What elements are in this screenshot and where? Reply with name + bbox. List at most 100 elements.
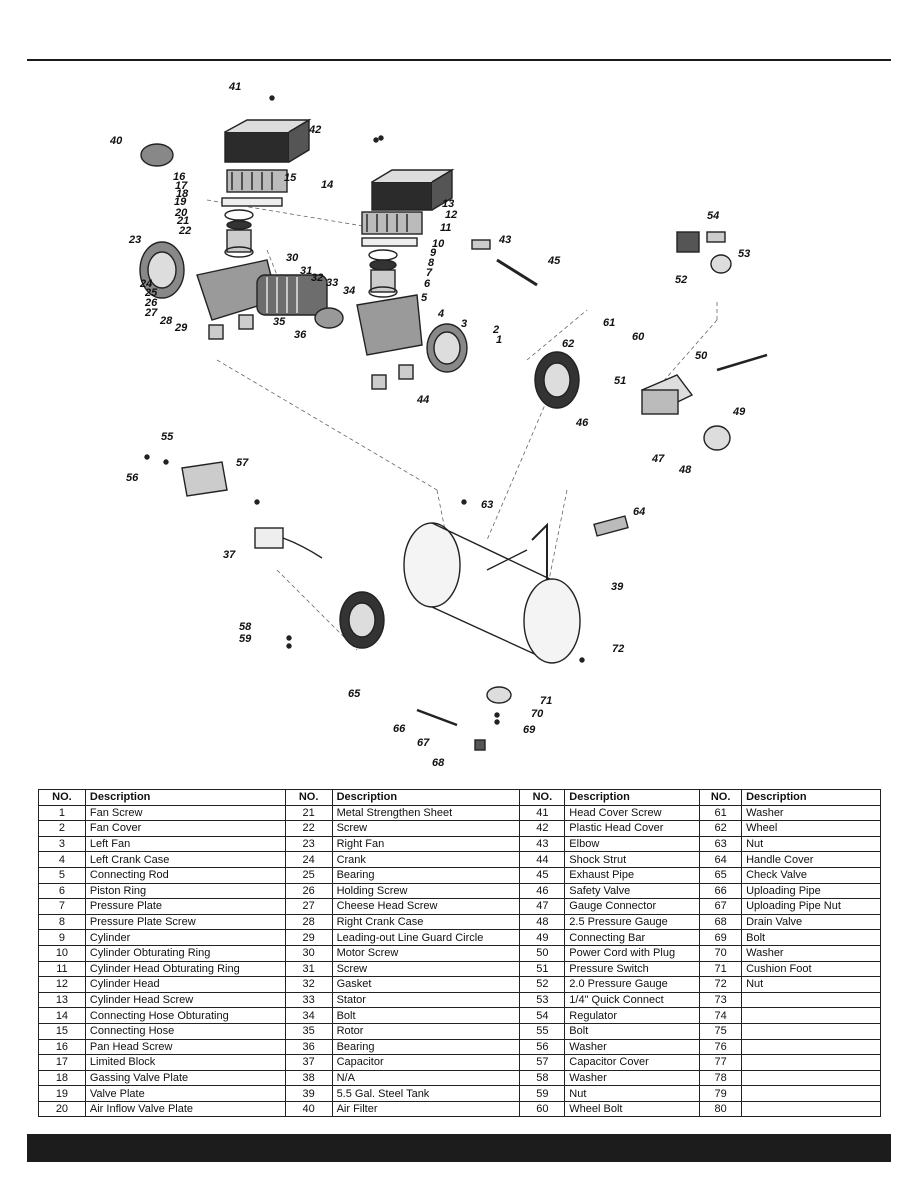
part-number-cell: 21 (284, 804, 333, 822)
part-number-cell: 3 (38, 835, 86, 853)
part-description-cell: Holding Screw (331, 882, 521, 900)
callout-label: 12 (445, 209, 457, 221)
callout-label: 19 (174, 196, 187, 208)
part-description-cell: Piston Ring (84, 882, 286, 900)
part-number-cell: 24 (284, 851, 333, 868)
part-description-cell: Cylinder Obturating Ring (84, 944, 286, 962)
part-number-cell: 64 (699, 851, 743, 868)
callout-label: 15 (284, 172, 297, 184)
callout-label: 46 (575, 417, 589, 429)
part-description-cell: Cheese Head Screw (331, 898, 521, 915)
callout-label: 71 (540, 695, 552, 707)
part-number-cell: 65 (699, 866, 743, 884)
callout-label: 67 (417, 737, 430, 749)
callout-label: 4 (437, 308, 444, 320)
part-description-cell: Pressure Plate Screw (84, 913, 286, 931)
part-description-cell: Washer (741, 804, 881, 822)
callout-label: 7 (426, 267, 433, 279)
callout-label: 59 (239, 633, 252, 645)
part-number-cell: 75 (699, 1022, 743, 1040)
part-number-cell: 74 (699, 1007, 743, 1024)
cylinder-head-right (361, 211, 423, 298)
part-number-cell: 68 (699, 913, 743, 931)
callout-label: 54 (707, 210, 719, 222)
compressor-motor-assembly (139, 241, 468, 373)
part-number-cell: 45 (519, 866, 566, 884)
table-header-row: NO. Description NO. Description NO. Desc… (38, 789, 881, 806)
part-description-cell: Regulator (564, 1007, 701, 1024)
part-description-cell: Screw (331, 960, 521, 978)
part-number-cell: 16 (38, 1038, 86, 1056)
part-number-cell: 57 (519, 1054, 566, 1071)
part-description-cell: Limited Block (84, 1054, 286, 1071)
callout-label: 60 (632, 331, 645, 343)
part-description-cell: Safety Valve (564, 882, 701, 900)
callout-label: 1 (496, 334, 502, 346)
part-number-cell: 80 (699, 1100, 743, 1118)
part-description-cell: Plastic Head Cover (564, 820, 701, 837)
part-number-cell: 43 (519, 835, 566, 853)
column-header: NO. (284, 789, 333, 806)
part-description-cell: Drain Valve (741, 913, 881, 931)
part-description-cell: Left Fan (84, 835, 286, 853)
diagram-callouts: 1 2 3 4 5 6 7 8 9 10 11 12 13 14 15 16 1… (109, 81, 750, 769)
part-number-cell: 28 (284, 913, 333, 931)
part-description-cell: Cylinder Head (84, 976, 286, 993)
callout-label: 22 (178, 225, 191, 237)
part-description-cell: Bolt (564, 1022, 701, 1040)
callout-label: 58 (239, 621, 252, 633)
regulator-group (676, 231, 732, 274)
part-number-cell: 47 (519, 898, 566, 915)
part-description-cell: Shock Strut (564, 851, 701, 868)
part-number-cell: 31 (284, 960, 333, 978)
part-description-cell: Rotor (331, 1022, 521, 1040)
column-header: NO. (519, 789, 566, 806)
part-number-cell: 51 (519, 960, 566, 978)
callout-label: 20 (174, 207, 188, 219)
callout-label: 66 (393, 723, 406, 735)
part-description-cell: Cylinder Head Screw (84, 991, 286, 1009)
column-header: Description (741, 789, 881, 806)
part-number-cell: 22 (284, 820, 333, 837)
part-number-cell: 17 (38, 1054, 86, 1071)
callout-label: 37 (223, 549, 236, 561)
part-number-cell: 29 (284, 929, 333, 946)
callout-label: 65 (348, 688, 361, 700)
part-number-cell: 66 (699, 882, 743, 900)
part-number-cell: 15 (38, 1022, 86, 1040)
drain-valve (474, 739, 486, 751)
part-number-cell: 78 (699, 1069, 743, 1087)
cushion-foot (486, 686, 512, 704)
callout-label: 29 (174, 322, 188, 334)
part-description-cell: Bearing (331, 866, 521, 884)
part-number-cell: 72 (699, 976, 743, 993)
part-description-cell: Pressure Switch (564, 960, 701, 978)
part-number-cell: 39 (284, 1085, 333, 1102)
part-number-cell: 8 (38, 913, 86, 931)
part-number-cell: 33 (284, 991, 333, 1009)
callout-label: 36 (294, 329, 307, 341)
part-description-cell: Washer (564, 1069, 701, 1087)
callout-label: 24 (139, 278, 152, 290)
part-description-cell: Pressure Plate (84, 898, 286, 915)
part-number-cell: 2 (38, 820, 86, 837)
callout-label: 47 (651, 453, 665, 465)
column-header: NO. (38, 789, 86, 806)
exploded-parts-diagram: 1 2 3 4 5 6 7 8 9 10 11 12 13 14 15 16 1… (27, 70, 891, 782)
part-number-cell: 18 (38, 1069, 86, 1087)
part-description-cell: Connecting Hose (84, 1022, 286, 1040)
part-number-cell: 67 (699, 898, 743, 915)
part-description-cell: Elbow (564, 835, 701, 853)
part-description-cell: Crank (331, 851, 521, 868)
part-number-cell: 37 (284, 1054, 333, 1071)
part-number-cell: 5 (38, 866, 86, 884)
shock-struts (208, 314, 414, 390)
part-number-cell: 79 (699, 1085, 743, 1102)
